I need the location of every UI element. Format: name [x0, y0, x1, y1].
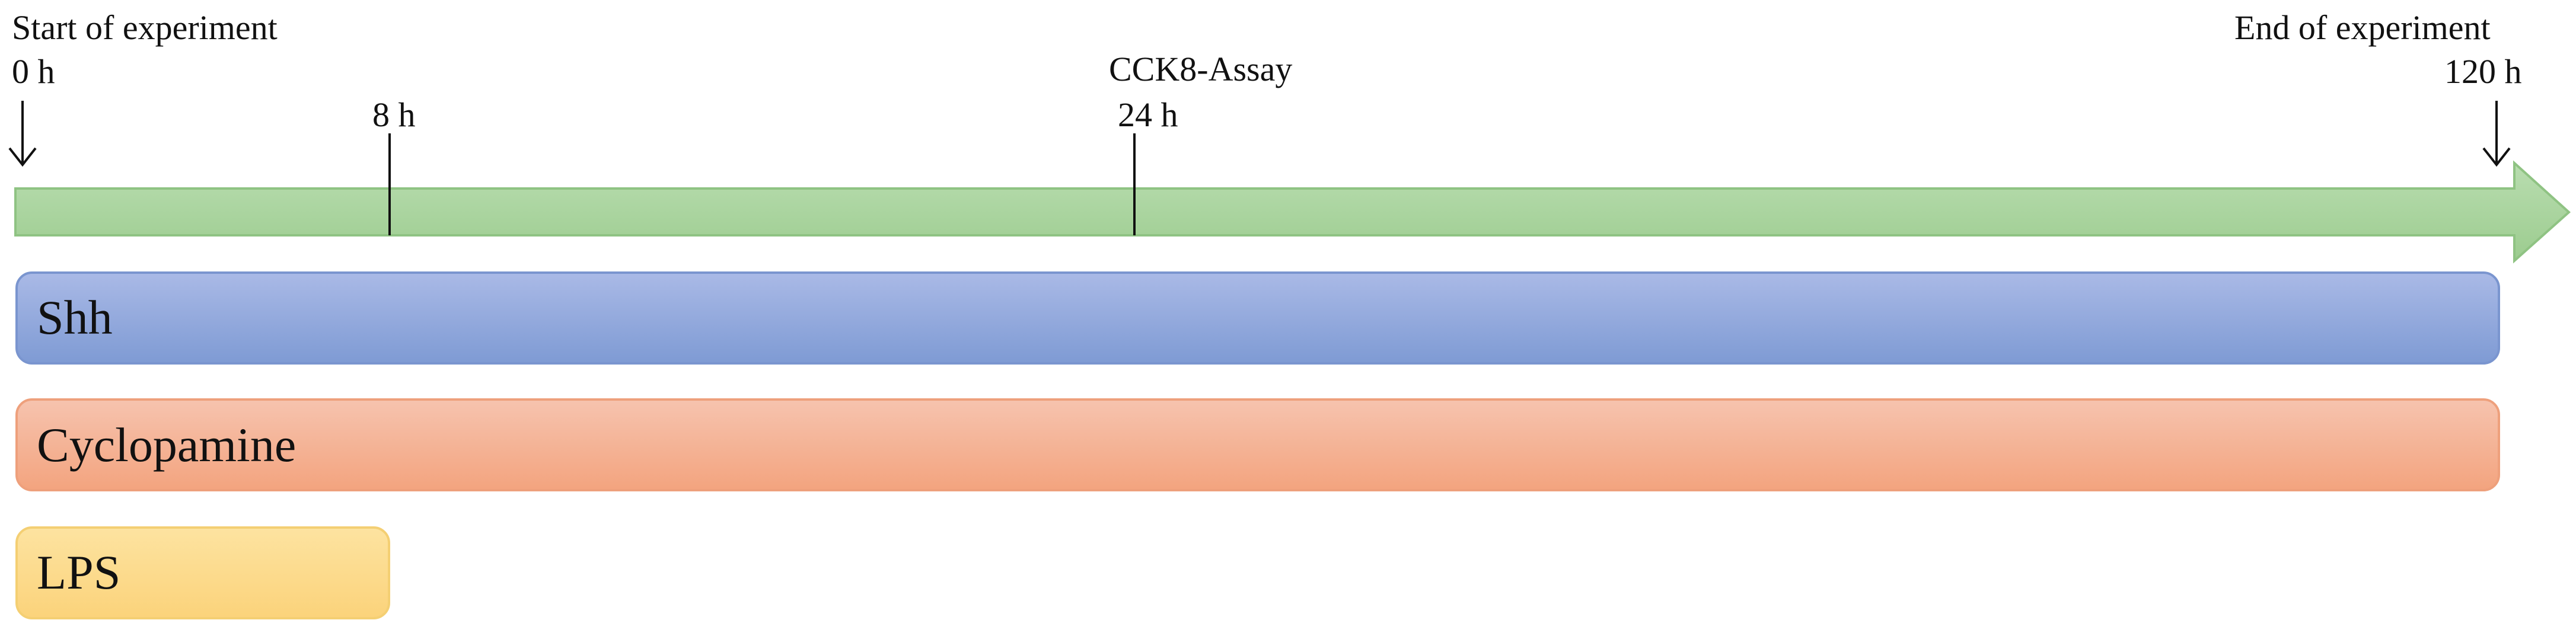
end-down-arrow: [2482, 101, 2511, 167]
treatment-bar-shh: [15, 271, 2500, 365]
treatment-bar-cyclopamine: [15, 398, 2500, 491]
treatment-label-cyclopamine: Cyclopamine: [37, 418, 297, 472]
end-time-label: 120 h: [2444, 52, 2522, 91]
treatment-bar-lps: [15, 526, 390, 619]
tick-8h-label: 8 h: [372, 95, 416, 134]
treatment-label-shh: Shh: [37, 290, 113, 344]
assay-title: CCK8-Assay: [1109, 50, 1293, 88]
end-title: End of experiment: [2234, 8, 2491, 47]
tick-24h-label: 24 h: [1118, 95, 1178, 134]
treatment-label-lps: LPS: [37, 545, 121, 599]
timeline-arrow: [14, 160, 2571, 264]
start-down-arrow: [8, 101, 37, 167]
start-time-label: 0 h: [12, 52, 55, 91]
start-title: Start of experiment: [12, 8, 278, 47]
